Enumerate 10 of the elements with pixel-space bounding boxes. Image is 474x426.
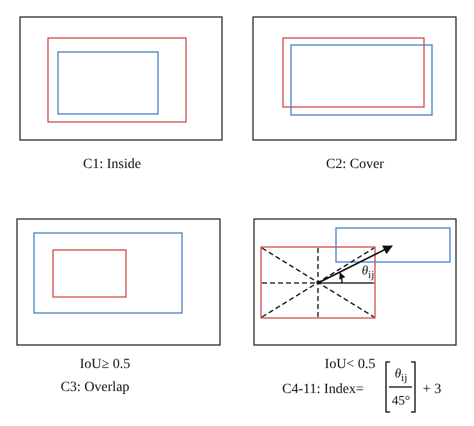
denominator: 45°	[392, 394, 410, 406]
caption: C3: Overlap	[60, 381, 130, 395]
numerator: θ$_{ij}$	[394, 366, 408, 384]
formula-text: + 3	[422, 383, 442, 397]
angle-label: θ$_{ij}$	[362, 263, 374, 281]
condition-text: IoU< 0.5	[324, 358, 376, 372]
condition-text: IoU≥ 0.5	[80, 358, 130, 372]
caption: C1: Inside	[83, 158, 141, 172]
caption: C2: Cover	[326, 158, 384, 172]
formula-text: C4-11: Index=	[282, 383, 364, 397]
